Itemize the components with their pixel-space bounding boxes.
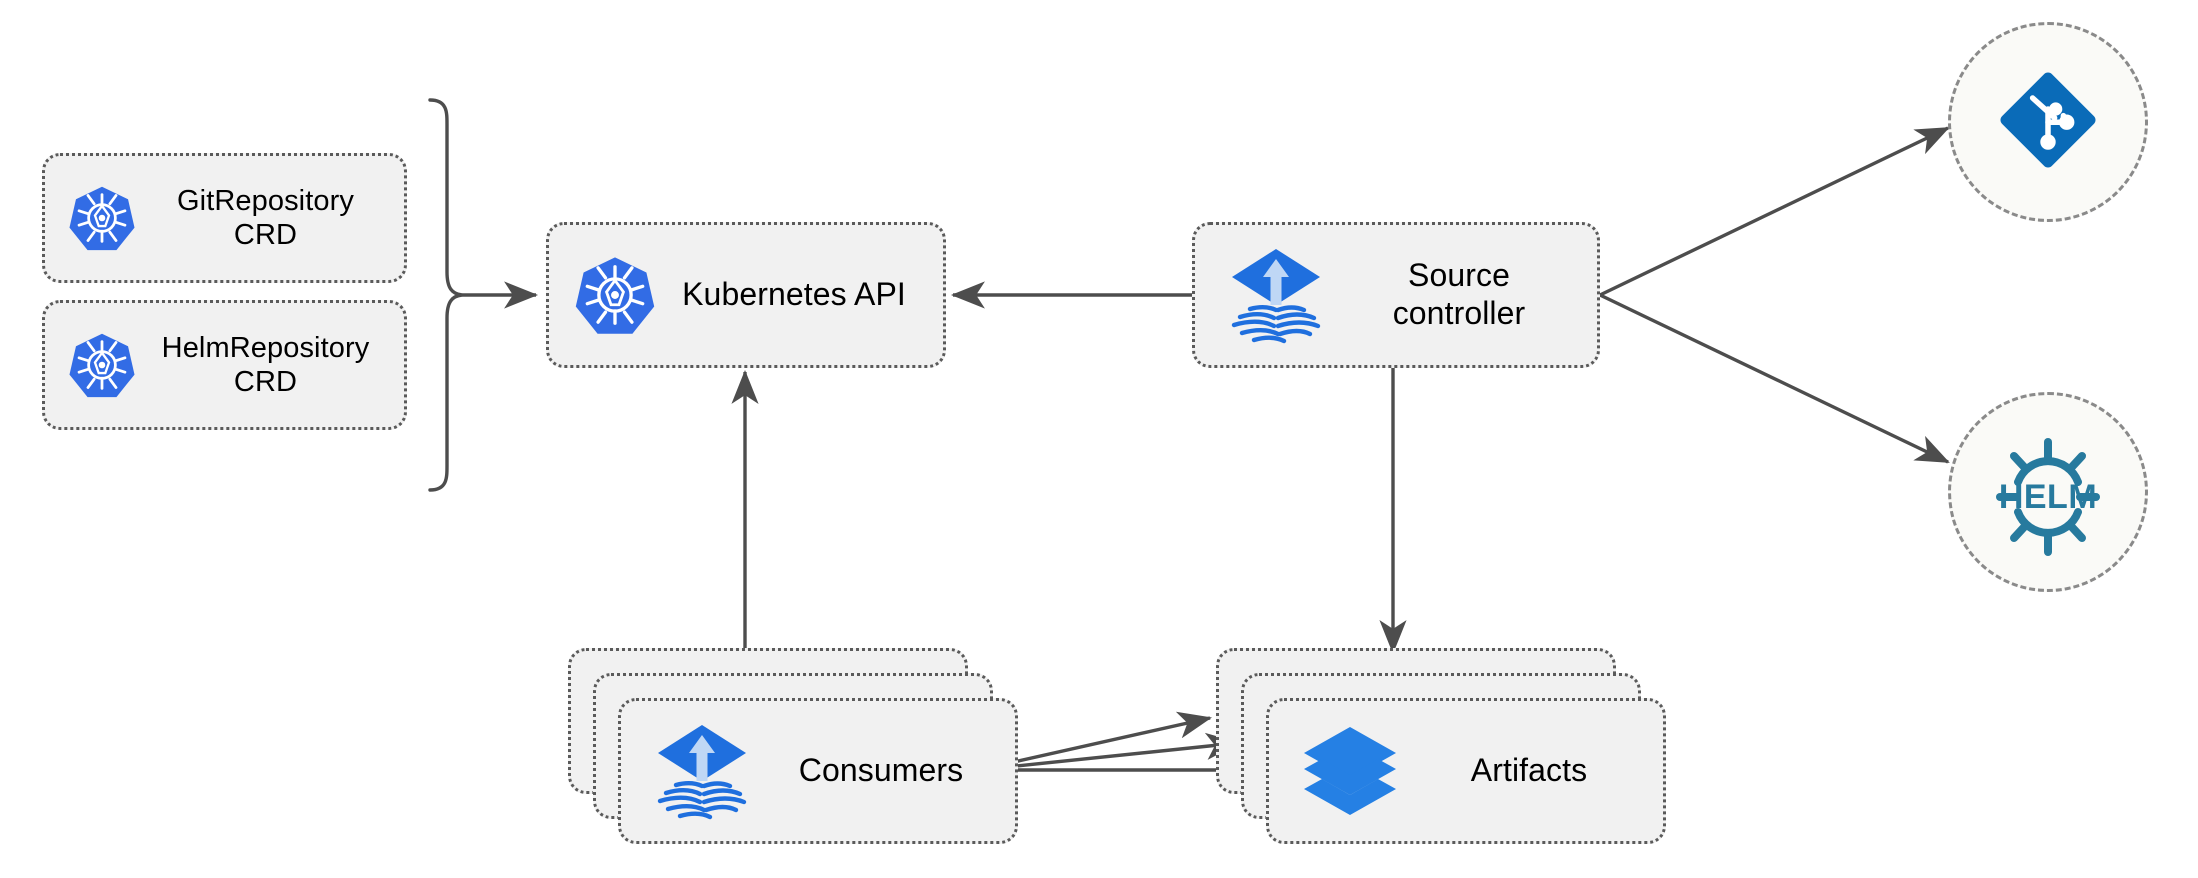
node-label-artifacts: Artifacts xyxy=(1470,752,1588,789)
crd-card-gitrepository[interactable]: GitRepository CRD xyxy=(42,153,407,283)
node-label-kubernetes-api: Kubernetes API xyxy=(682,276,906,313)
kubernetes-icon xyxy=(569,254,661,336)
node-label-source-controller: Source controller xyxy=(1392,257,1526,331)
connector-source-to-helm xyxy=(1599,293,1950,464)
crd-bracket xyxy=(428,98,463,492)
external-git-repository[interactable] xyxy=(1948,22,2148,222)
node-kubernetes-api[interactable]: Kubernetes API xyxy=(546,222,946,368)
node-source-controller[interactable]: Source controller xyxy=(1192,222,1600,368)
node-label-consumers: Consumers xyxy=(798,752,964,789)
helm-icon: HELM xyxy=(1984,428,2112,556)
external-helm-repository[interactable]: HELM xyxy=(1948,392,2148,592)
git-icon xyxy=(1993,65,2103,180)
crd-label-helmrepository: HelmRepository CRD xyxy=(161,331,370,398)
node-consumers[interactable]: Consumers xyxy=(618,698,1018,844)
flux-icon xyxy=(641,715,763,827)
crd-card-helmrepository[interactable]: HelmRepository CRD xyxy=(42,300,407,430)
node-artifacts[interactable]: Artifacts xyxy=(1266,698,1666,844)
svg-text:HELM: HELM xyxy=(1999,478,2097,516)
connector-source-to-git xyxy=(1599,126,1950,297)
crd-label-gitrepository: GitRepository CRD xyxy=(177,184,354,251)
flux-icon xyxy=(1215,239,1337,351)
layers-icon xyxy=(1289,719,1411,823)
kubernetes-icon xyxy=(63,184,141,252)
kubernetes-icon xyxy=(63,331,141,399)
